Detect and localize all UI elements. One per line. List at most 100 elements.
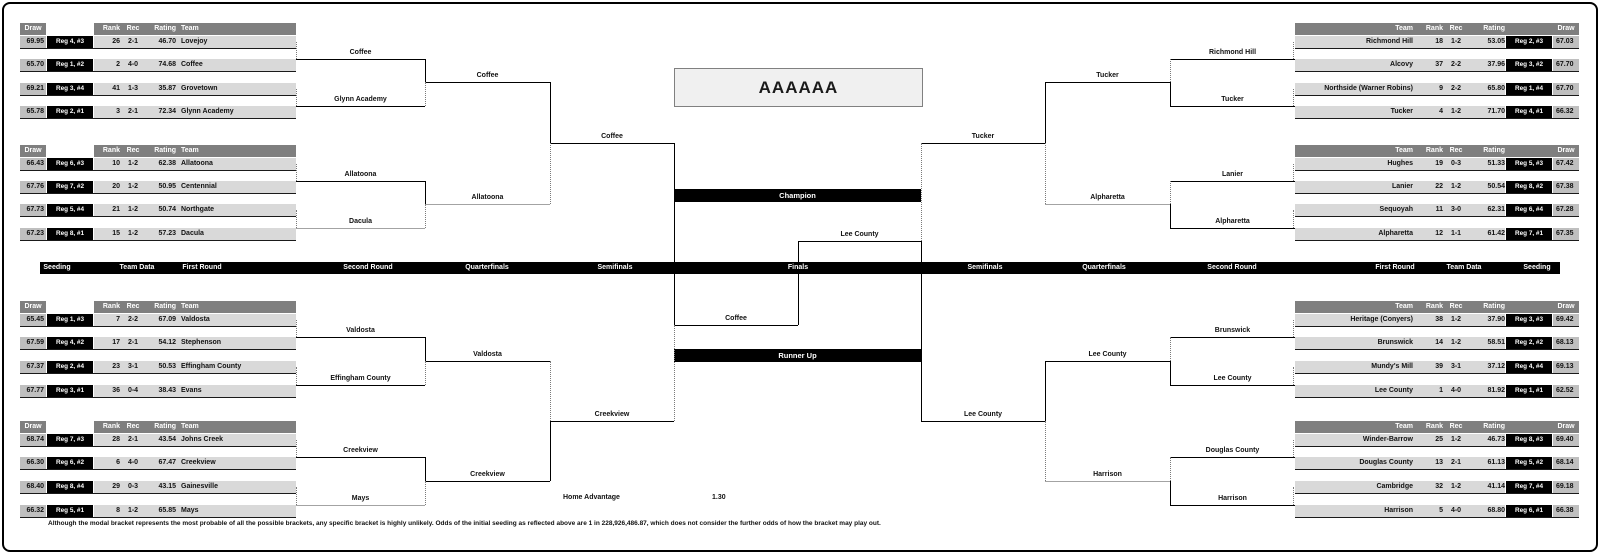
bracket-line (1170, 457, 1295, 458)
rank-value: 10 (112, 160, 120, 167)
rating-value: 37.96 (1487, 61, 1505, 68)
rating-value: 58.51 (1487, 339, 1505, 346)
round-band-label: Finals (787, 264, 809, 271)
round-band-label: Team Data (119, 264, 155, 271)
col-rec: Rec (1449, 423, 1463, 430)
bracket-connector (674, 325, 675, 421)
bracket-connector (1170, 337, 1171, 361)
team-name: Hughes (1387, 160, 1413, 167)
bracket-connector (674, 143, 675, 325)
rating-value: 50.54 (1487, 183, 1505, 190)
rank-value: 25 (1435, 436, 1443, 443)
bracket-team-label: Allatoona (471, 194, 504, 201)
region-seed: Reg 5, #4 (47, 204, 93, 216)
draw-value: 69.18 (1553, 481, 1579, 493)
rec-value: 1-1 (1450, 230, 1462, 237)
col-team: Team (181, 147, 199, 154)
rank-value: 2 (116, 61, 120, 68)
team-name: Richmond Hill (1365, 38, 1413, 45)
rating-value: 43.54 (158, 436, 176, 443)
bracket-connector (425, 59, 426, 82)
team-name: Northside (Warner Robins) (1324, 85, 1413, 92)
rating-value: 72.34 (158, 108, 176, 115)
col-rating: Rating (154, 423, 176, 430)
col-rec: Rec (126, 25, 140, 32)
bracket-connector (1293, 89, 1294, 106)
rec-value: 1-2 (1450, 316, 1462, 323)
rec-value: 2-2 (127, 316, 139, 323)
rating-value: 61.13 (1487, 459, 1505, 466)
round-band-label: First Round (1375, 264, 1415, 271)
col-rec: Rec (126, 303, 140, 310)
rank-value: 4 (1439, 108, 1443, 115)
runner-up-bar: Runner Up (674, 349, 921, 362)
region-seed: Reg 2, #2 (1506, 337, 1552, 349)
team-name: Douglas County (1359, 459, 1413, 466)
bracket-connector (550, 143, 551, 204)
region-seed: Reg 3, #3 (1506, 314, 1552, 326)
rank-value: 39 (1435, 363, 1443, 370)
rating-value: 54.12 (158, 339, 176, 346)
bracket-connector (921, 241, 922, 421)
bracket-connector (921, 143, 922, 241)
bracket-line (921, 421, 1045, 422)
round-band-label: Seeding (43, 264, 71, 271)
region-seed: Reg 4, #4 (1506, 361, 1552, 373)
draw-value: 69.40 (1553, 434, 1579, 446)
team-name: Tucker (1390, 108, 1413, 115)
draw-value: 69.21 (20, 83, 46, 95)
bracket-connector (1293, 320, 1294, 337)
col-rank: Rank (102, 147, 120, 154)
rating-value: 41.14 (1487, 483, 1505, 490)
rec-value: 1-2 (1450, 183, 1462, 190)
bracket-team-label: Lee County (1088, 351, 1127, 358)
col-rank: Rank (1425, 147, 1443, 154)
draw-value: 68.40 (20, 481, 46, 493)
rank-value: 26 (112, 38, 120, 45)
region-seed: Reg 8, #3 (1506, 434, 1552, 446)
col-rank: Rank (1425, 25, 1443, 32)
bracket-connector (550, 82, 551, 143)
draw-value: 67.03 (1553, 36, 1579, 48)
bracket-team-label: Allatoona (344, 171, 377, 178)
col-rating: Rating (154, 147, 176, 154)
bracket-team-label: Lanier (1221, 171, 1244, 178)
col-rating: Rating (1483, 423, 1505, 430)
region-seed: Reg 6, #4 (1506, 204, 1552, 216)
bracket-connector (1170, 59, 1171, 82)
rating-value: 46.73 (1487, 436, 1505, 443)
bracket-line (1045, 204, 1170, 205)
bracket-team-label: Lee County (1213, 375, 1252, 382)
team-name: Sequoyah (1379, 206, 1413, 213)
col-rating: Rating (1483, 25, 1505, 32)
team-name: Mundy's Mill (1371, 363, 1413, 370)
